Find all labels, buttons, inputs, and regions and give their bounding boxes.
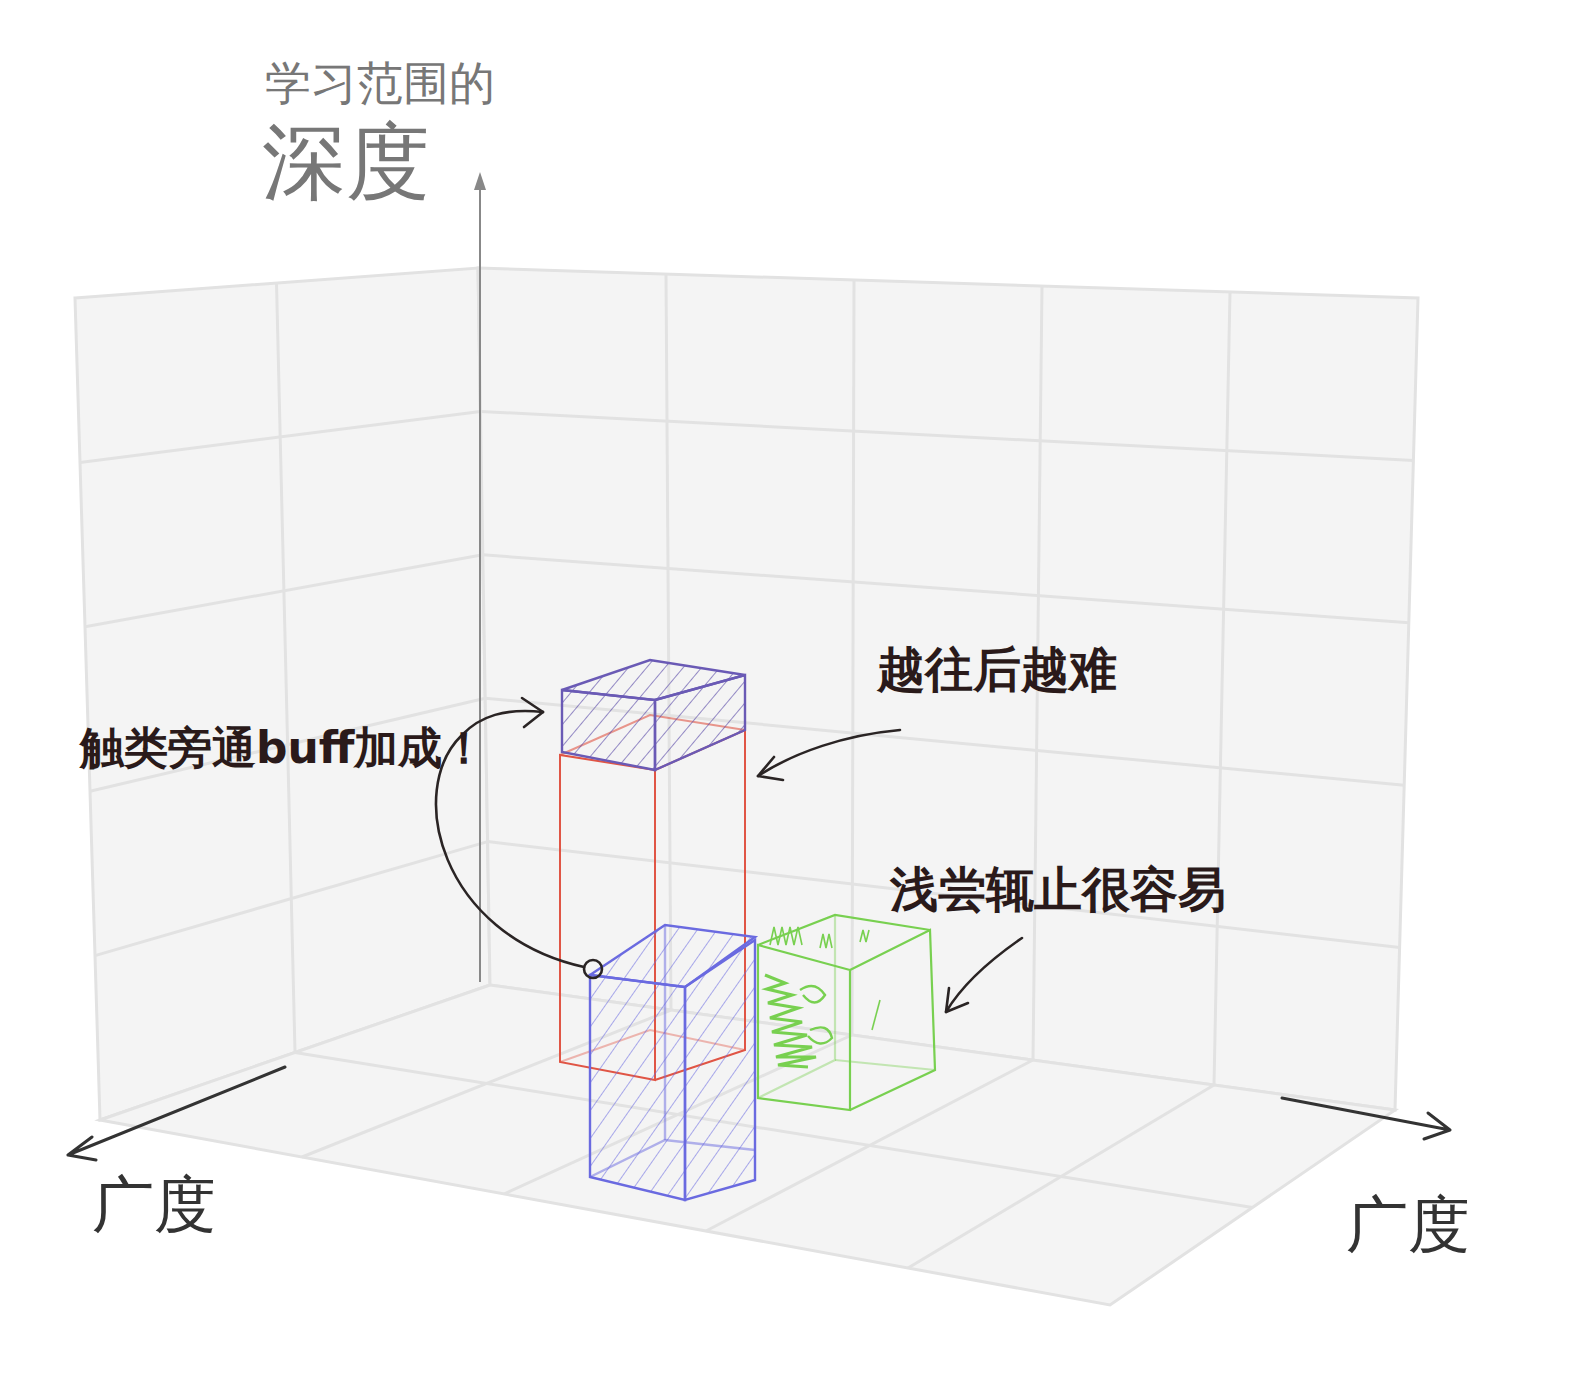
grid-line (483, 555, 1409, 623)
axis-head (474, 172, 486, 190)
arrow-head (758, 757, 783, 780)
axis-label: 广度 (92, 1168, 216, 1242)
leader-line (946, 938, 1022, 1012)
grid-line (1214, 292, 1230, 1085)
breadth-axis (68, 1067, 285, 1160)
green-cube (758, 915, 935, 1110)
grid-walls (75, 268, 1418, 1305)
plane-fill (75, 268, 490, 1120)
grid-line (295, 1053, 1253, 1208)
grid-line (480, 411, 1413, 460)
grid-line (85, 555, 483, 627)
blue-box (590, 925, 755, 1200)
depth-axis (479, 185, 481, 982)
callout-text: 越往后越难 (877, 641, 1117, 699)
grid-line (95, 842, 488, 956)
axes (68, 172, 1450, 1160)
callout-text: 浅尝辄止很容易 (890, 861, 1226, 919)
grid-line (666, 274, 671, 1010)
arrow-head (522, 698, 543, 727)
leader-line (758, 730, 900, 776)
grid-line (908, 1085, 1214, 1268)
grid-line (277, 283, 296, 1053)
boxes (560, 660, 935, 1200)
grid-line (488, 842, 1400, 948)
leaders (436, 698, 1022, 1012)
callout-text: 触类旁通buff加成！ (80, 722, 486, 775)
breadth-axis (1282, 1098, 1450, 1139)
grid-plane (75, 268, 490, 1120)
grid-line (80, 411, 480, 462)
axis-title: 深度 (262, 116, 430, 208)
arrow-head (946, 988, 968, 1012)
axis-title: 学习范围的 (265, 56, 495, 111)
grid-line (852, 280, 854, 1035)
start-dot (584, 960, 602, 978)
purple-cap (562, 660, 745, 770)
axis-label: 广度 (1346, 1188, 1470, 1262)
